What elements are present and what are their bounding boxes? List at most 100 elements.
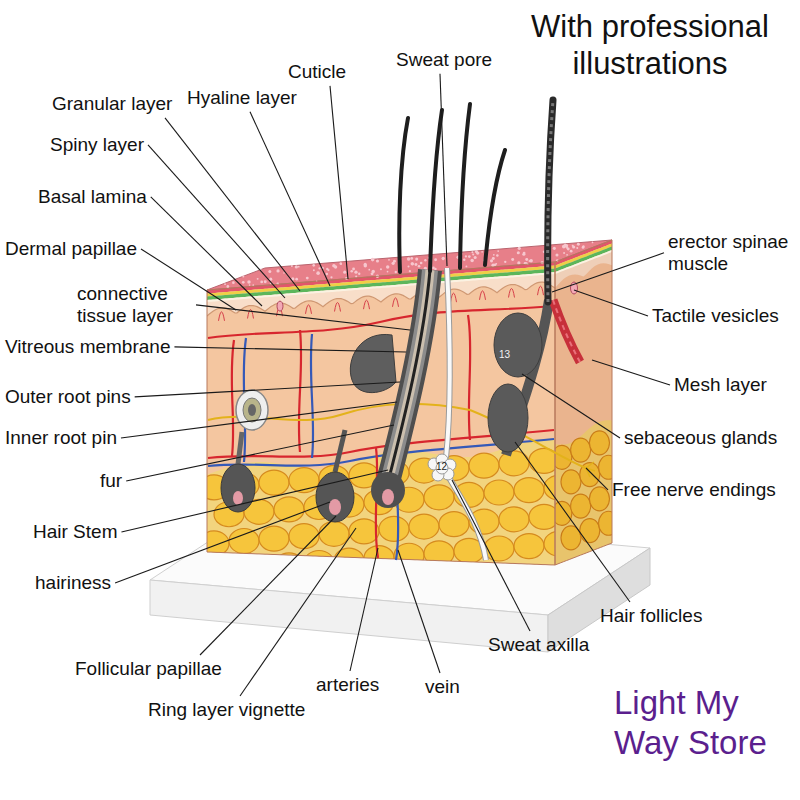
surface-speckle	[570, 250, 573, 253]
part-label: Sweat pore	[396, 49, 492, 71]
part-label: Ring layer vignette	[148, 699, 305, 721]
surface-speckle	[354, 271, 357, 274]
surface-speckle	[411, 262, 414, 265]
part-label: Free nerve endings	[612, 479, 776, 501]
surface-speckle	[528, 260, 530, 262]
surface-speckle	[472, 253, 474, 255]
surface-speckle	[518, 247, 521, 250]
surface-speckle	[257, 278, 259, 280]
surface-speckle	[522, 253, 525, 256]
leader-line	[350, 548, 378, 671]
part-label: Cuticle	[288, 61, 346, 83]
hair-cross-section	[243, 398, 261, 422]
surface-speckle	[339, 262, 342, 265]
fat-lobule	[304, 550, 334, 575]
leader-line	[165, 118, 300, 291]
surface-speckle	[511, 258, 514, 261]
capillary-loop	[538, 286, 544, 295]
surface-speckle	[592, 242, 594, 244]
inner-root-sheath	[388, 270, 430, 482]
fat-lobule	[589, 487, 609, 511]
sebaceous-gland	[494, 313, 542, 377]
capillary-loop	[509, 289, 515, 298]
surface-speckle	[442, 257, 445, 260]
surface-speckle	[376, 259, 379, 262]
part-label: Hair follicles	[600, 605, 702, 627]
hair	[399, 118, 408, 272]
surface-speckle	[330, 276, 332, 278]
fat-lobule	[599, 455, 619, 479]
fat-lobule	[319, 521, 349, 546]
surface-speckle	[517, 261, 520, 264]
callout-number: 13	[499, 349, 510, 361]
fat-lobule	[259, 526, 289, 551]
block-outline	[207, 262, 555, 565]
sweat-duct	[448, 476, 486, 560]
leader-line	[515, 442, 630, 602]
leader-line	[196, 305, 410, 330]
surface-speckle	[364, 264, 367, 267]
surface-speckle	[576, 247, 578, 249]
capillary-loop	[364, 300, 370, 309]
vein	[311, 334, 313, 458]
outer-root-sheath	[388, 270, 430, 482]
hair-cross-section	[236, 390, 268, 430]
follicle-papilla	[233, 491, 243, 505]
surface-speckle	[582, 246, 585, 249]
sweat-duct	[446, 268, 450, 458]
leader-line	[452, 480, 530, 631]
surface-speckle	[368, 269, 370, 271]
fat-lobule	[469, 453, 499, 478]
sweat-duct	[446, 268, 450, 458]
surface-speckle	[470, 259, 473, 262]
surface-speckle	[298, 266, 300, 268]
surface-speckle	[247, 280, 250, 283]
part-label: fur	[100, 470, 122, 492]
fat-lobule	[334, 548, 364, 573]
surface-speckle	[295, 278, 298, 281]
surface-speckle	[340, 263, 342, 265]
part-label: hairiness	[35, 572, 111, 594]
erector-muscle-fibre	[553, 300, 580, 362]
leader-line	[126, 425, 394, 481]
surface-speckle	[418, 265, 421, 268]
surface-speckle	[529, 259, 533, 263]
erector-muscle	[553, 300, 580, 362]
surface-speckle	[465, 266, 467, 268]
surface-speckle	[490, 259, 493, 262]
surface-speckle	[496, 254, 498, 256]
surface-speckle	[525, 258, 528, 261]
part-label: connective tissue layer	[77, 283, 192, 327]
fat-lobule	[599, 511, 619, 535]
surface-speckle	[355, 275, 357, 277]
follicle-sheath	[388, 270, 430, 482]
part-label: Follicular papillae	[75, 658, 222, 680]
follicle-papilla	[329, 499, 341, 515]
fat-lobule	[274, 497, 304, 522]
surface-speckle	[242, 275, 244, 277]
surface-speckle	[387, 271, 389, 273]
surface-speckle	[409, 270, 411, 272]
surface-speckle	[313, 269, 315, 271]
part-label: Sweat axilla	[488, 634, 589, 656]
part-label: Vitreous membrane	[5, 336, 170, 358]
surface-speckle	[260, 281, 263, 284]
fat-lobule	[229, 529, 259, 554]
surface-speckle	[517, 251, 520, 254]
leader-line	[250, 112, 330, 286]
artery	[468, 315, 470, 440]
surface-speckle	[393, 260, 396, 263]
fat-lobule	[580, 519, 600, 543]
fat-lobule	[259, 470, 289, 495]
part-label: sebaceous glands	[624, 427, 777, 449]
part-label: arteries	[316, 674, 379, 696]
surface-speckle	[474, 256, 477, 259]
surface-speckle	[468, 255, 471, 258]
surface-speckle	[295, 265, 298, 268]
surface-speckle	[380, 268, 382, 270]
surface-speckle	[432, 266, 435, 269]
leader-line	[200, 516, 336, 655]
surface-speckle	[475, 250, 478, 253]
surface-speckle	[424, 259, 426, 261]
